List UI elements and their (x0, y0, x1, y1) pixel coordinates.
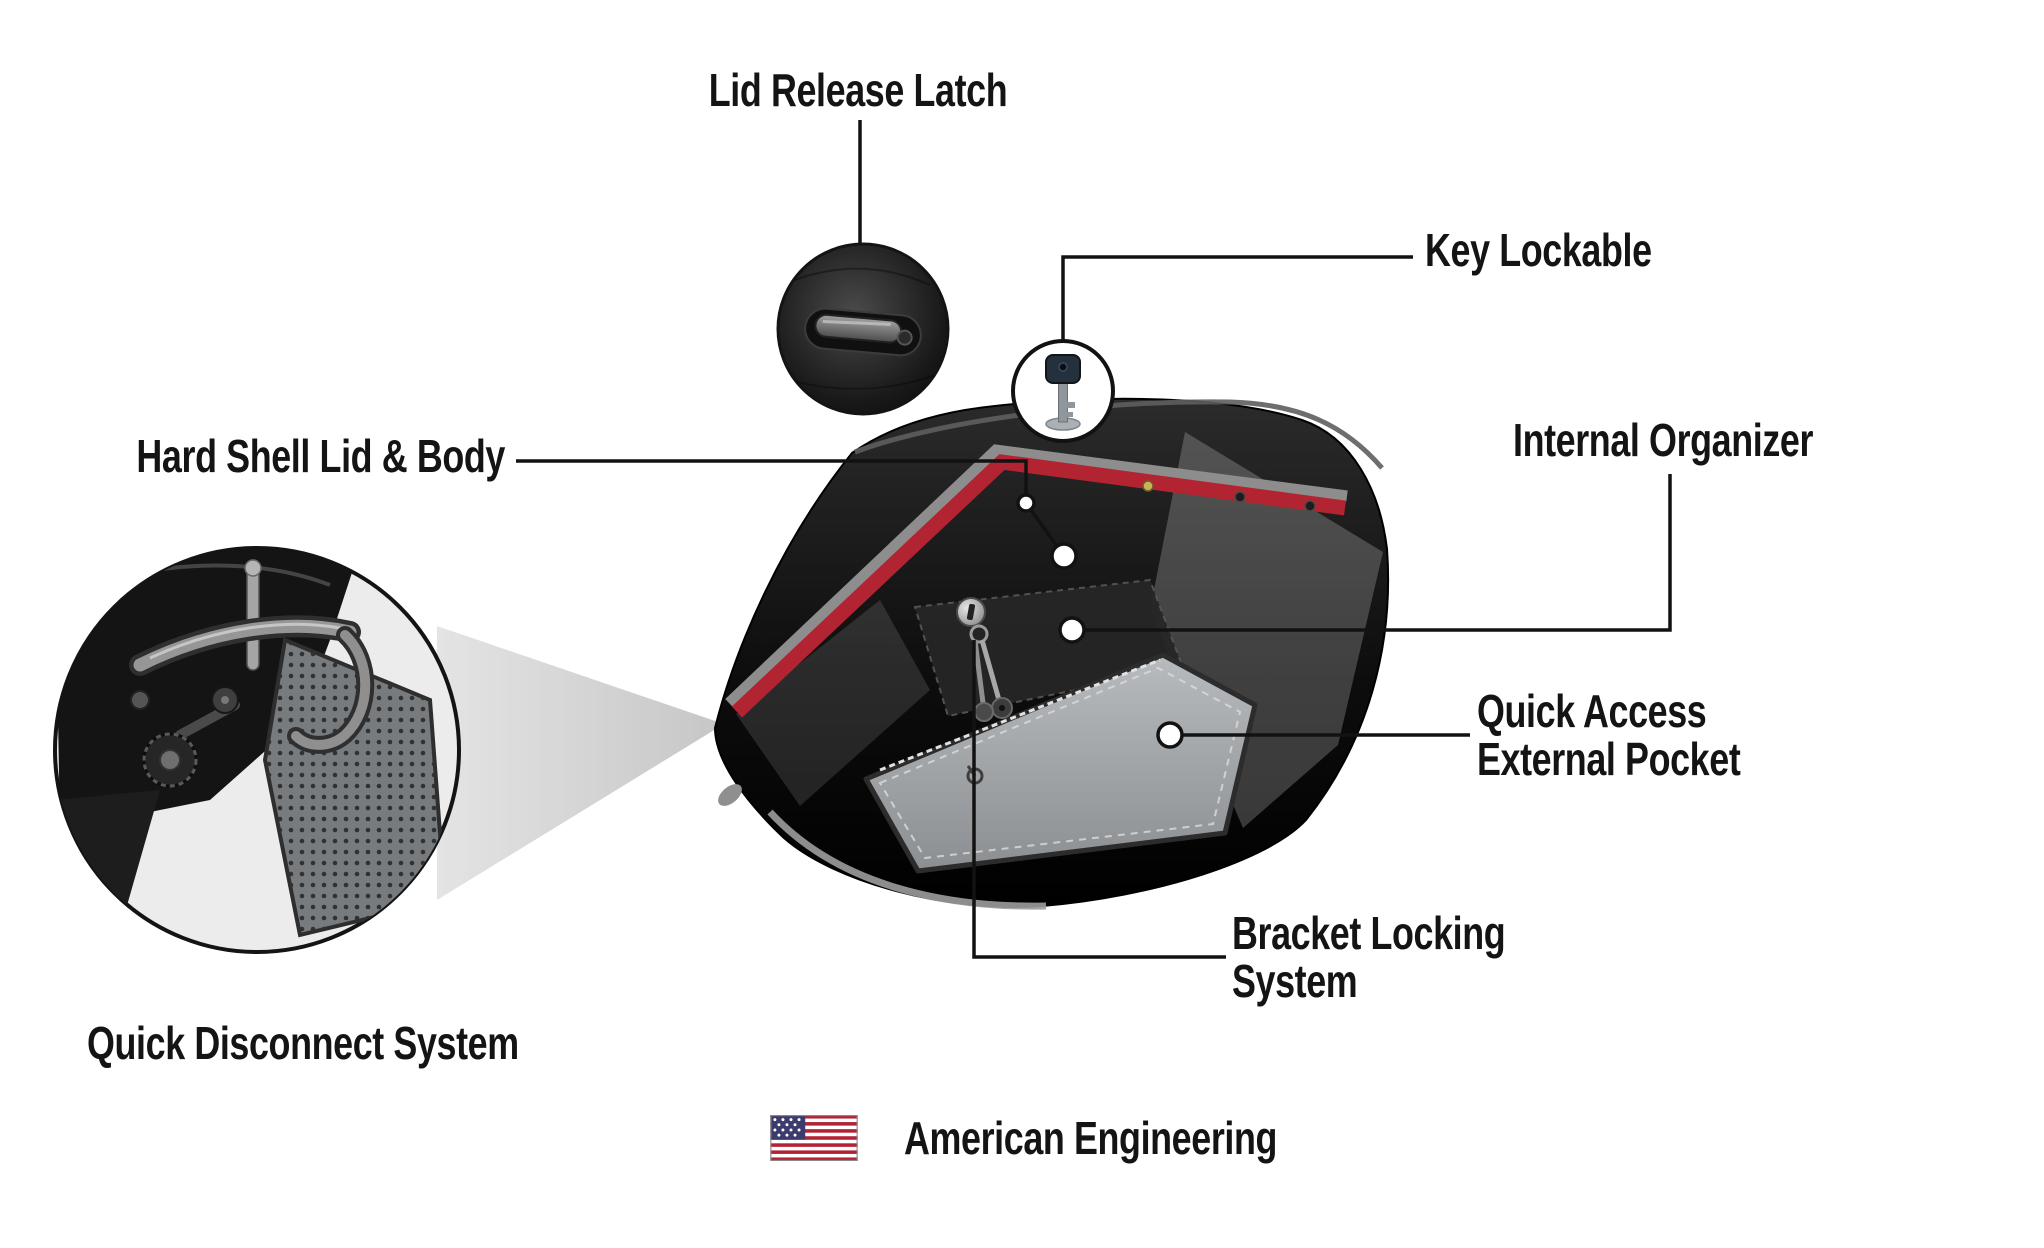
callout-lines (516, 120, 1672, 959)
marker-dot-hard-shell-body (1050, 542, 1078, 570)
key-lockable-inset (1011, 339, 1115, 443)
us-flag-icon (770, 1115, 858, 1161)
label-quick-access-external-pocket: Quick Access External Pocket (1477, 685, 1741, 786)
callout-line-bracket-locking (972, 640, 1226, 959)
marker-dots (1016, 493, 1184, 749)
label-internal-organizer: Internal Organizer (1513, 414, 1814, 466)
label-quick-disconnect-system: Quick Disconnect System (87, 1017, 519, 1069)
external-pocket (863, 652, 1258, 874)
label-key-lockable: Key Lockable (1425, 224, 1652, 276)
marker-dot-hard-shell-lid (1016, 493, 1036, 513)
marker-dot-internal-organizer (1058, 616, 1086, 644)
lock-and-keys-icon (956, 597, 1013, 722)
callout-line-hard-shell (516, 459, 1066, 558)
magnifier-beam (437, 626, 724, 900)
footer-text: American Engineering (904, 1111, 1278, 1164)
lid-latch-inset (776, 242, 950, 416)
label-lid-release-latch: Lid Release Latch (708, 64, 1008, 116)
label-hard-shell-lid-body: Hard Shell Lid & Body (136, 430, 505, 482)
footer: American Engineering (770, 1112, 1382, 1164)
callout-line-internal-organizer (1082, 474, 1672, 632)
key-icon (1045, 354, 1081, 431)
label-bracket-locking-system: Bracket Locking System (1232, 907, 1506, 1008)
marker-dot-quick-access (1156, 721, 1184, 749)
quick-disconnect-inset (53, 546, 461, 954)
callout-line-key-lockable (1061, 255, 1413, 340)
